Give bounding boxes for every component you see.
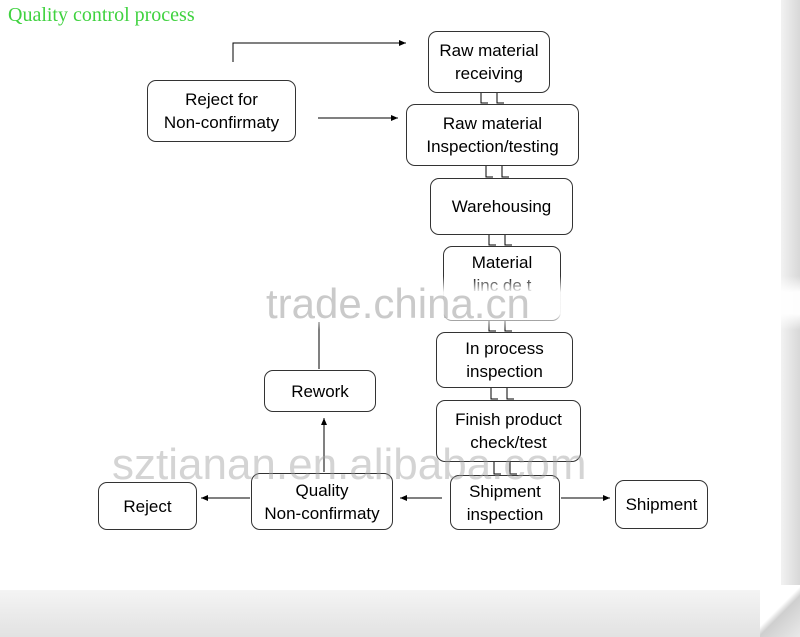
node-finish-product-check: Finish product check/test [436, 400, 581, 462]
node-shipment-inspection: Shipment inspection [450, 475, 560, 530]
node-reject-for-nonconfirmaty: Reject for Non-confirmaty [147, 80, 296, 142]
node-label: Quality Non-confirmaty [264, 480, 380, 523]
connector-finish-to-shipment-inspection [493, 462, 517, 475]
node-raw-material-inspection: Raw material Inspection/testing [406, 104, 579, 166]
watermark-band [0, 276, 800, 330]
node-raw-material-receiving: Raw material receiving [428, 31, 550, 93]
node-shipment: Shipment [615, 480, 708, 529]
page-curl-icon [760, 585, 800, 637]
node-label: Reject for Non-confirmaty [163, 90, 280, 132]
node-warehousing: Warehousing [430, 178, 573, 235]
node-label: Rework [291, 381, 349, 401]
watermark-trade-china: trade.china.cn [266, 280, 530, 327]
node-label: Finish product check/test [455, 410, 562, 452]
node-label: In process inspection [465, 339, 544, 381]
node-label: Warehousing [451, 197, 552, 216]
diagram-title: Quality control process [8, 4, 195, 26]
watermark-alibaba: sztianan.en.alibaba.com [112, 440, 587, 489]
node-label: Raw material receiving [439, 41, 539, 83]
connector-inprocess-to-finish [490, 388, 514, 400]
connector-warehousing-to-material [488, 235, 512, 246]
connector-inspection-to-warehousing [485, 166, 509, 178]
arrow-feedback-to-receiving [232, 40, 406, 62]
node-rework: Rework [264, 370, 376, 412]
node-quality-nonconfirmaty: Quality Non-confirmaty [251, 473, 393, 530]
node-label: Reject [123, 496, 172, 516]
page-bottom-shadow [0, 590, 800, 637]
node-reject: Reject [98, 482, 197, 530]
connector-receiving-to-inspection [480, 92, 504, 104]
node-in-process-inspection: In process inspection [436, 332, 573, 388]
node-label: Shipment [625, 495, 698, 514]
node-label: Raw material Inspection/testing [426, 114, 559, 156]
node-label: Shipment inspection [466, 481, 544, 524]
